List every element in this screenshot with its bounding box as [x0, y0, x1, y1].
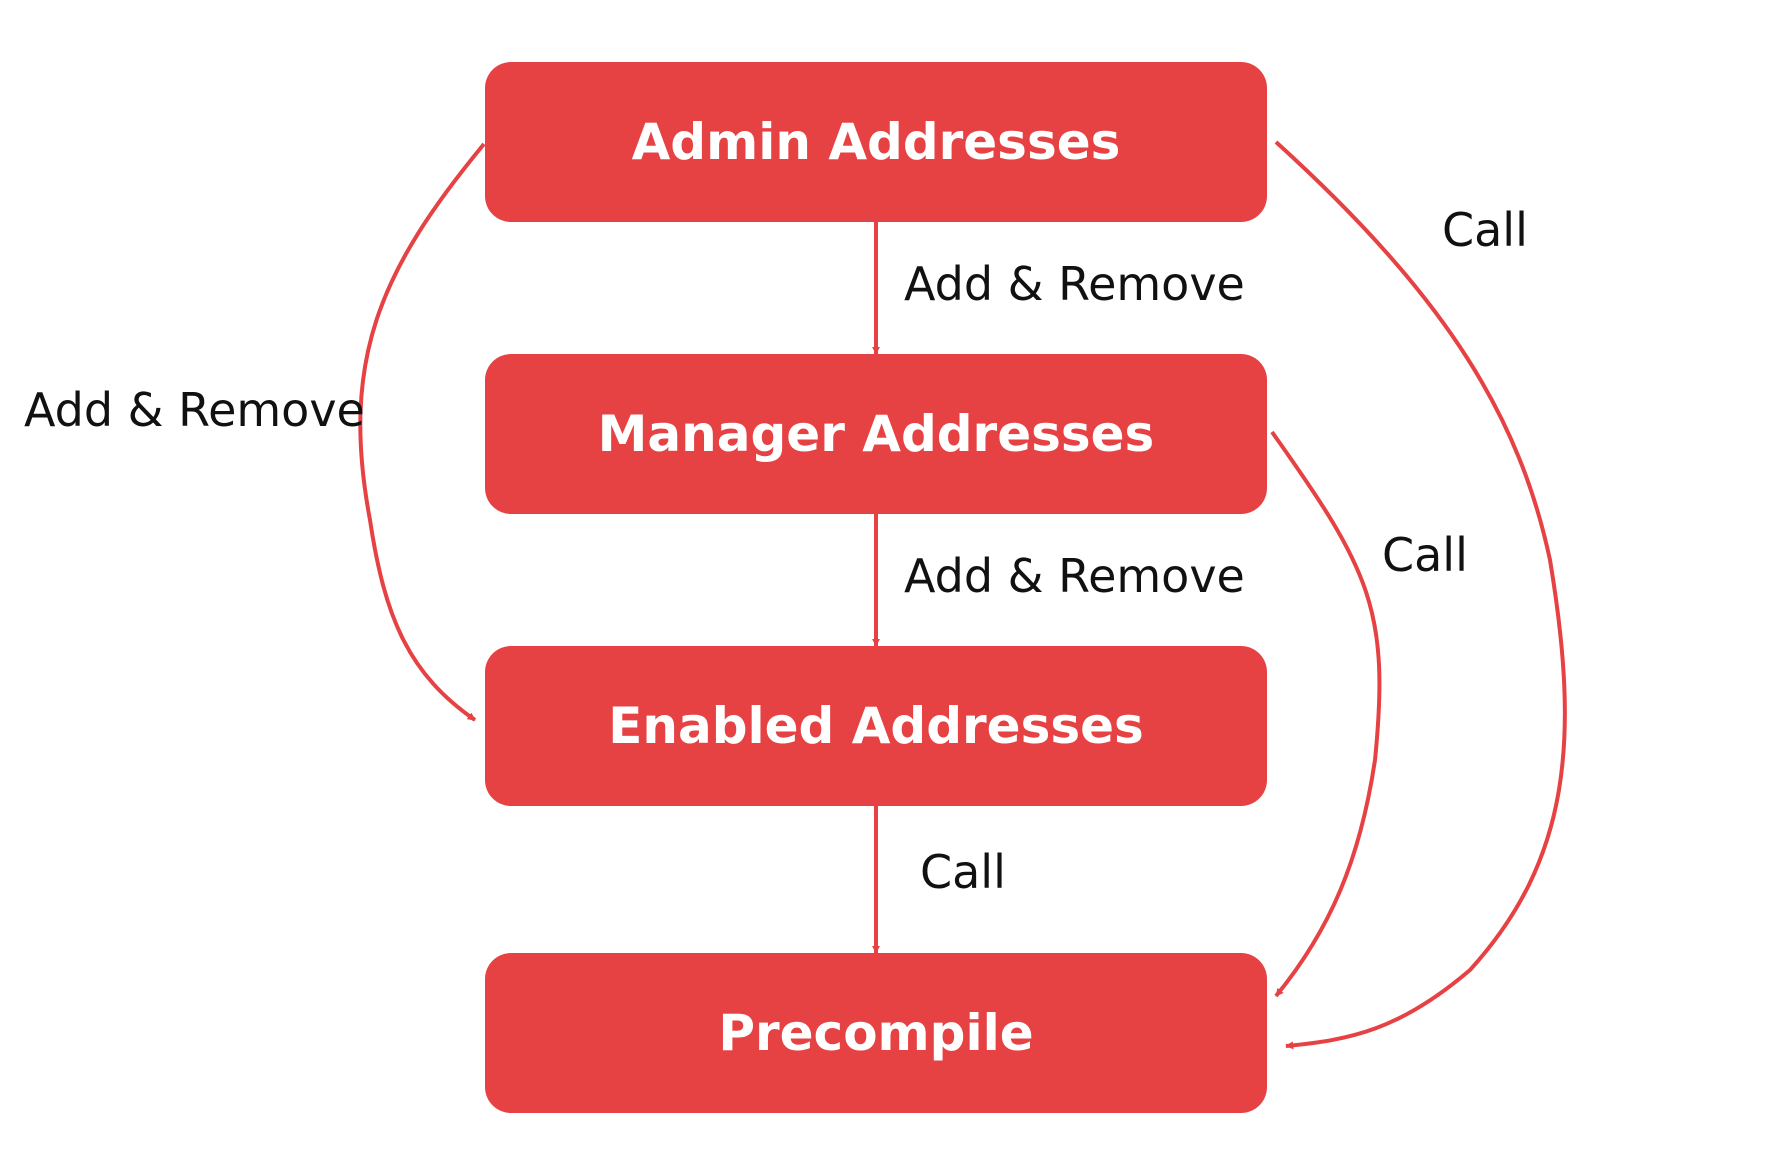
- node-admin-addresses: Admin Addresses: [485, 62, 1267, 222]
- label-enabled-to-precompile: Call: [920, 845, 1006, 899]
- node-enabled-addresses: Enabled Addresses: [485, 646, 1267, 806]
- label-manager-to-precompile: Call: [1382, 528, 1468, 582]
- edge-admin-to-enabled: [358, 142, 486, 722]
- node-box: [485, 953, 1267, 1113]
- node-box: [485, 62, 1267, 222]
- edge-manager-to-precompile: [1270, 430, 1382, 998]
- edge-admin-to-precompile: [1274, 140, 1567, 1050]
- node-precompile: Precompile: [485, 953, 1267, 1113]
- node-label: Manager Addresses: [598, 405, 1155, 463]
- node-box: [485, 646, 1267, 806]
- node-label: Precompile: [718, 1004, 1033, 1062]
- label-admin-to-enabled: Add & Remove: [24, 383, 365, 437]
- label-manager-to-enabled: Add & Remove: [904, 549, 1245, 603]
- node-label: Enabled Addresses: [608, 697, 1144, 755]
- node-label: Admin Addresses: [632, 113, 1121, 171]
- edges: [358, 140, 1567, 1050]
- edge-labels: Add & Remove Add & Remove Add & Remove C…: [24, 203, 1528, 899]
- node-box: [485, 354, 1267, 514]
- label-admin-to-precompile: Call: [1442, 203, 1528, 257]
- node-manager-addresses: Manager Addresses: [485, 354, 1267, 514]
- label-admin-to-manager: Add & Remove: [904, 257, 1245, 311]
